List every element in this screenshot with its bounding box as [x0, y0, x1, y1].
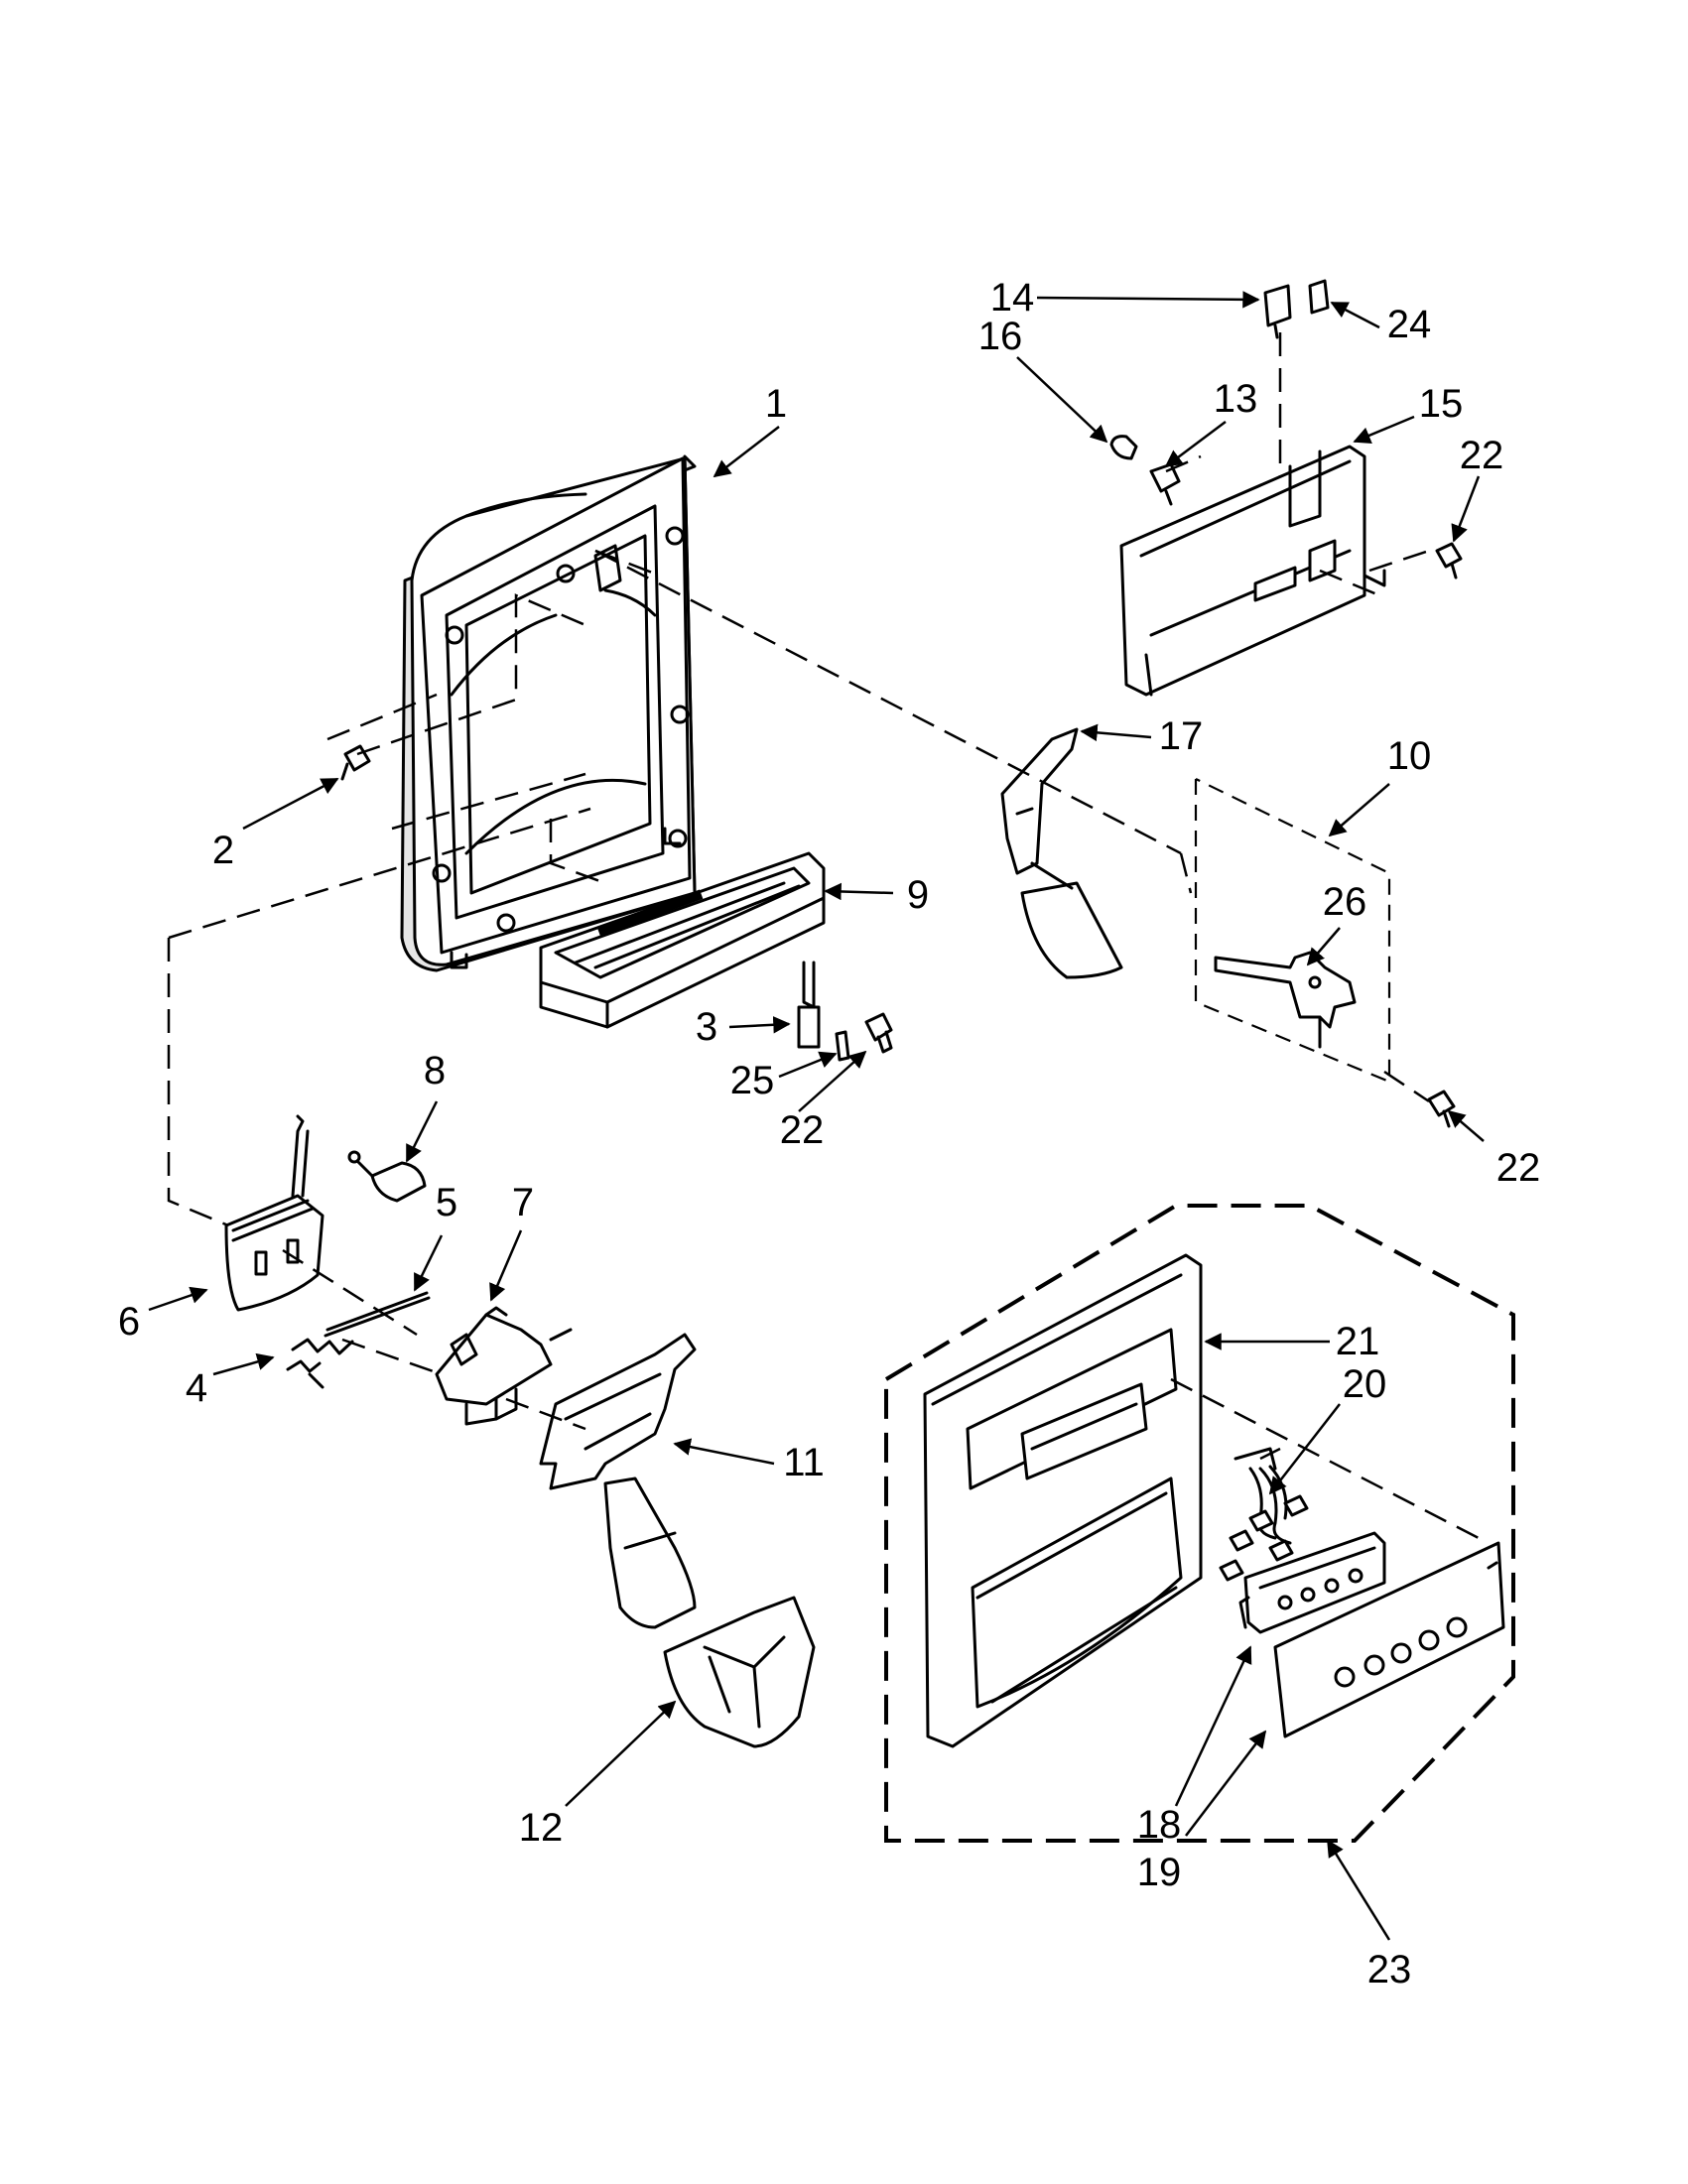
- callout-arrows: [148, 291, 1485, 1941]
- ice-chute-part: [663, 1596, 816, 1748]
- drip-tray-part: [539, 851, 826, 1029]
- callout-19: 19: [1137, 1851, 1182, 1894]
- ice-lever-part: [539, 1333, 697, 1629]
- housing-frame-part: [400, 454, 697, 972]
- callout-5: 5: [436, 1181, 457, 1224]
- callout-18: 18: [1137, 1803, 1182, 1847]
- callout-21: 21: [1336, 1320, 1380, 1363]
- clip-part: [797, 961, 821, 1049]
- callout-15: 15: [1419, 382, 1464, 426]
- bulb-part: [1109, 435, 1138, 460]
- callout-2: 2: [212, 829, 234, 872]
- callout-26: 26: [1323, 880, 1367, 924]
- callout-11: 11: [783, 1441, 825, 1484]
- callout-13: 13: [1214, 377, 1258, 421]
- ice-door-lever-part: [1214, 951, 1357, 1049]
- module-part: [224, 1114, 325, 1312]
- switch-bracket-part: [1119, 445, 1386, 697]
- callout-22-top: 22: [1460, 434, 1504, 477]
- callout-20: 20: [1343, 1362, 1387, 1406]
- pad-part: [835, 1030, 850, 1062]
- callout-14: 14: [990, 276, 1035, 320]
- callout-labels: 1 2 3 4 5 6 7 8 9 10 11 12 13 14 15 16 1…: [118, 276, 1540, 1991]
- screw-part-right: [1427, 1090, 1456, 1128]
- callout-1: 1: [765, 382, 787, 426]
- callout-12: 12: [519, 1806, 564, 1850]
- solenoid-bracket-part: [435, 1306, 573, 1426]
- water-lever-part: [1000, 727, 1123, 979]
- callout-3: 3: [696, 1005, 717, 1049]
- screw-part-center: [864, 1012, 893, 1054]
- callout-22-right: 22: [1496, 1146, 1541, 1190]
- callout-10: 10: [1387, 734, 1432, 778]
- control-overlay-part: [1273, 1541, 1505, 1738]
- callout-6: 6: [118, 1300, 140, 1344]
- screw-part-top: [1435, 542, 1463, 579]
- lamp-socket-part: [1149, 462, 1181, 506]
- callout-22-center: 22: [780, 1108, 825, 1152]
- pin-part: [324, 1291, 431, 1338]
- callout-23: 23: [1367, 1948, 1412, 1991]
- callout-9: 9: [907, 873, 929, 917]
- callout-7: 7: [512, 1181, 534, 1224]
- microswitch-part: [1263, 284, 1292, 339]
- callout-25: 25: [730, 1059, 775, 1102]
- spring-part: [286, 1338, 354, 1389]
- control-board-part: [1238, 1531, 1386, 1634]
- callout-8: 8: [424, 1049, 446, 1092]
- callout-16: 16: [978, 315, 1023, 358]
- assembly-guides: [167, 332, 1515, 1843]
- callout-24: 24: [1387, 303, 1432, 346]
- front-panel-part: [923, 1253, 1203, 1748]
- insulator-part: [1308, 279, 1330, 315]
- actuator-part: [347, 1150, 427, 1203]
- callout-17: 17: [1159, 714, 1204, 758]
- callout-4: 4: [186, 1366, 207, 1410]
